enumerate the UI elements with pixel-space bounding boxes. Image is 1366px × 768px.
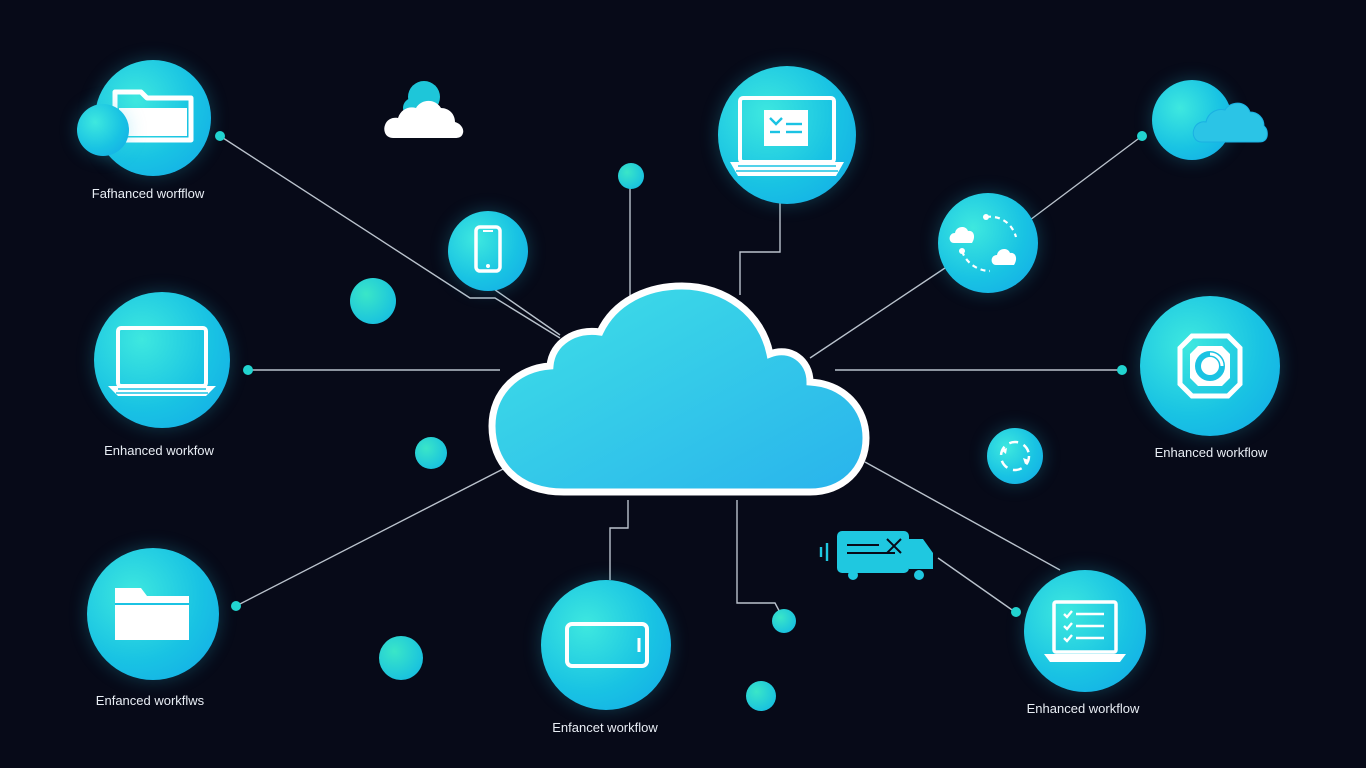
label-bottom-center: Enfancet workflow: [552, 720, 658, 735]
folder-node[interactable]: [87, 548, 219, 680]
cloud-icon: [1192, 102, 1268, 143]
connector-endpoint: [1117, 365, 1127, 375]
tablet-icon: [565, 622, 649, 668]
laptop-checklist-icon: [1044, 600, 1126, 662]
node-dot: [618, 163, 644, 189]
tablet-node[interactable]: [541, 580, 671, 710]
folder-icon: [115, 588, 189, 640]
connector-endpoint: [243, 365, 253, 375]
refresh-node[interactable]: [987, 428, 1043, 484]
label-bottom-right: Enhanced workflow: [1026, 701, 1140, 716]
connector-endpoint: [215, 131, 225, 141]
cloud-hub-icon: [488, 282, 870, 496]
node-dot: [415, 437, 447, 469]
laptop-checklist-node[interactable]: [1024, 570, 1146, 692]
cloud-icon: [384, 81, 464, 138]
delivery-truck-icon: [819, 531, 933, 580]
laptop-code-node[interactable]: [718, 66, 856, 204]
connector-endpoint: [231, 601, 241, 611]
node-dot: [350, 278, 396, 324]
node-dot: [379, 636, 423, 680]
label-bottom-left: Enfanced workflws: [95, 693, 205, 708]
laptop-node[interactable]: [94, 292, 230, 428]
gear-node[interactable]: [1140, 296, 1280, 436]
cloud-sync-icon: [949, 214, 1018, 273]
node-dot: [772, 609, 796, 633]
label-mid-right: Enhanced workflow: [1154, 445, 1268, 460]
laptop-code-icon: [730, 96, 844, 176]
cloud-sync-node[interactable]: [938, 193, 1038, 293]
smartphone-icon: [474, 225, 502, 273]
label-mid-left: Enhanced workfow: [104, 443, 214, 458]
connector-endpoint: [1137, 131, 1147, 141]
connector-endpoint: [1011, 607, 1021, 617]
node-dot: [746, 681, 776, 711]
refresh-icon: [999, 440, 1031, 472]
label-top-left: Fafhanced worfflow: [91, 186, 205, 201]
smartphone-node[interactable]: [448, 211, 528, 291]
gear-icon: [1177, 333, 1243, 399]
laptop-icon: [108, 326, 216, 396]
node-glow: [77, 104, 129, 156]
